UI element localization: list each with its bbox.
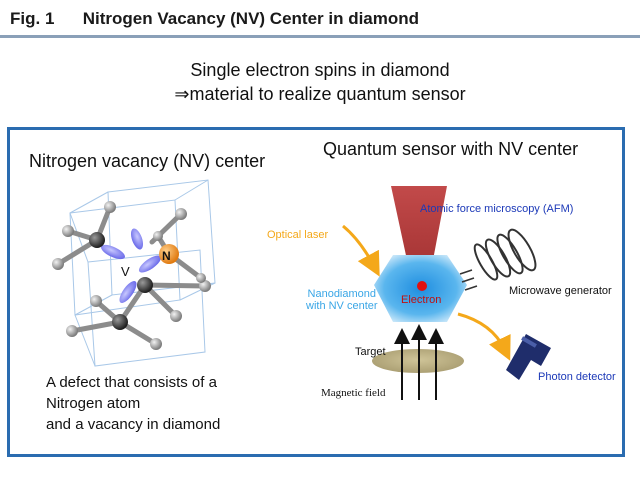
electron-dot bbox=[417, 281, 427, 291]
afm-tip bbox=[391, 186, 447, 260]
microwave-coil-icon bbox=[473, 228, 537, 281]
intro-line-2: ⇒material to realize quantum sensor bbox=[174, 84, 466, 104]
figure-title-text: Nitrogen Vacancy (NV) Center in diamond bbox=[82, 9, 420, 28]
content-panel bbox=[7, 127, 625, 457]
laser-label: Optical laser bbox=[267, 229, 329, 241]
nanodiamond-label-line-2: with NV center bbox=[306, 300, 378, 312]
target-label: Target bbox=[355, 346, 386, 358]
nitrogen-atom bbox=[159, 244, 179, 264]
photon-detector-label: Photon detector bbox=[538, 371, 616, 383]
nv-center-heading: Nitrogen vacancy (NV) center bbox=[29, 151, 266, 171]
carbon-atoms bbox=[52, 201, 211, 350]
nv-description-line-1: A defect that consists of a bbox=[46, 374, 217, 391]
figure-label: Fig. 1 bbox=[10, 9, 55, 28]
nanodiamond-label: Nanodiamond with NV center bbox=[306, 288, 378, 312]
photon-detector-icon bbox=[506, 334, 551, 380]
microwave-rays bbox=[459, 269, 478, 291]
nv-description-line-3: and a vacancy in diamond bbox=[46, 416, 221, 433]
magnetic-field-label: Magnetic field bbox=[321, 387, 386, 399]
vacancy-label: V bbox=[121, 264, 130, 279]
microwave-label: Microwave generator bbox=[509, 285, 612, 297]
nv-description: A defect that consists of a Nitrogen ato… bbox=[46, 372, 220, 435]
nitrogen-label: N bbox=[162, 249, 171, 263]
figure-title: Fig. 1 Nitrogen Vacancy (NV) Center in d… bbox=[10, 9, 419, 29]
laser-arrow-icon bbox=[342, 224, 380, 277]
nv-description-line-2: Nitrogen atom bbox=[46, 395, 141, 412]
magnetic-field-arrows bbox=[394, 324, 444, 400]
title-divider bbox=[0, 35, 640, 38]
intro-line-1: Single electron spins in diamond bbox=[190, 60, 450, 80]
electron-label: Electron bbox=[401, 294, 442, 306]
intro-text: Single electron spins in diamond ⇒materi… bbox=[0, 58, 640, 106]
nanodiamond-label-line-1: Nanodiamond bbox=[307, 288, 377, 300]
afm-label: Atomic force microscopy (AFM) bbox=[420, 203, 574, 215]
photon-arrow-icon bbox=[457, 312, 511, 361]
quantum-sensor-heading: Quantum sensor with NV center bbox=[323, 139, 579, 159]
dangling-bond-lobes bbox=[101, 228, 162, 304]
